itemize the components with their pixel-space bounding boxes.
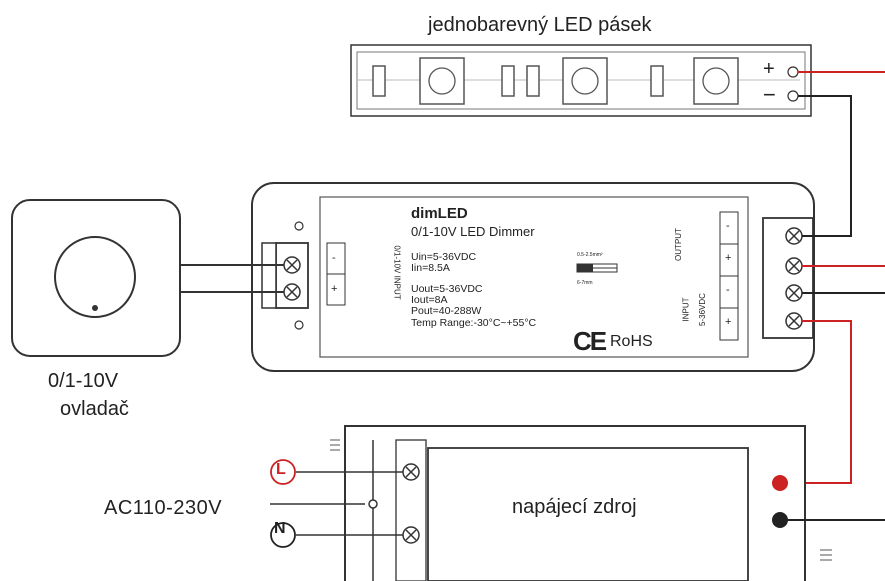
- right-term-4: +: [725, 316, 732, 328]
- controller-0-10v: [11, 199, 181, 357]
- strip-minus-label: −: [763, 82, 776, 107]
- left-term-minus: -: [332, 252, 336, 264]
- dimmer-output-terminal: [762, 217, 814, 339]
- spec-iin: Iin=8.5A: [411, 262, 450, 274]
- spec-temp-range: Temp Range:-30°C~+55°C: [411, 317, 537, 329]
- rohs-mark: RoHS: [610, 333, 653, 350]
- controller-label-voltage: 0/1-10V: [48, 370, 119, 392]
- ac-voltage-label: AC110-230V: [104, 497, 223, 519]
- led-strip: [350, 44, 812, 117]
- power-supply: [330, 425, 885, 581]
- right-term-1: -: [726, 220, 730, 232]
- dimmer-input-terminal: [261, 242, 309, 309]
- dimmer-model: 0/1-10V LED Dimmer: [411, 224, 535, 239]
- spec-pout: Pout=40-288W: [411, 305, 482, 317]
- control-wires: [180, 264, 284, 293]
- dimmer-input-voltage-label: 5-36VDC: [697, 293, 707, 326]
- controller-label-name: ovladač: [60, 398, 129, 420]
- ac-wires: [270, 440, 403, 581]
- right-term-2: +: [725, 252, 732, 264]
- wire-gauge-label: 0.5-2.5mm²: [577, 252, 603, 258]
- strip-title: jednobarevný LED pásek: [428, 14, 652, 36]
- ce-mark: CE: [573, 326, 607, 356]
- spec-uout: Uout=5-36VDC: [411, 283, 483, 295]
- spec-iout: Iout=8A: [411, 294, 448, 306]
- left-term-plus: +: [331, 283, 338, 295]
- spec-uin: Uin=5-36VDC: [411, 251, 477, 263]
- dimmer-output-label: OUTPUT: [673, 228, 683, 261]
- dimmer-brand: dimLED: [411, 205, 468, 222]
- strip-plus-label: +: [763, 58, 775, 80]
- line-N-label: N: [274, 520, 286, 537]
- right-term-3: -: [726, 284, 730, 296]
- wire-strip-label: 6-7mm: [577, 280, 593, 286]
- dimmer-input-right-label: INPUT: [681, 297, 691, 322]
- strip-wires: [780, 71, 885, 484]
- line-L-label: L: [276, 461, 286, 478]
- dimmer-input-left-label: 0/1-10V INPUT: [392, 245, 402, 300]
- power-supply-label: napájecí zdroj: [512, 496, 637, 518]
- line-terminal-markers: [270, 459, 296, 548]
- dimmer-body: [251, 182, 815, 372]
